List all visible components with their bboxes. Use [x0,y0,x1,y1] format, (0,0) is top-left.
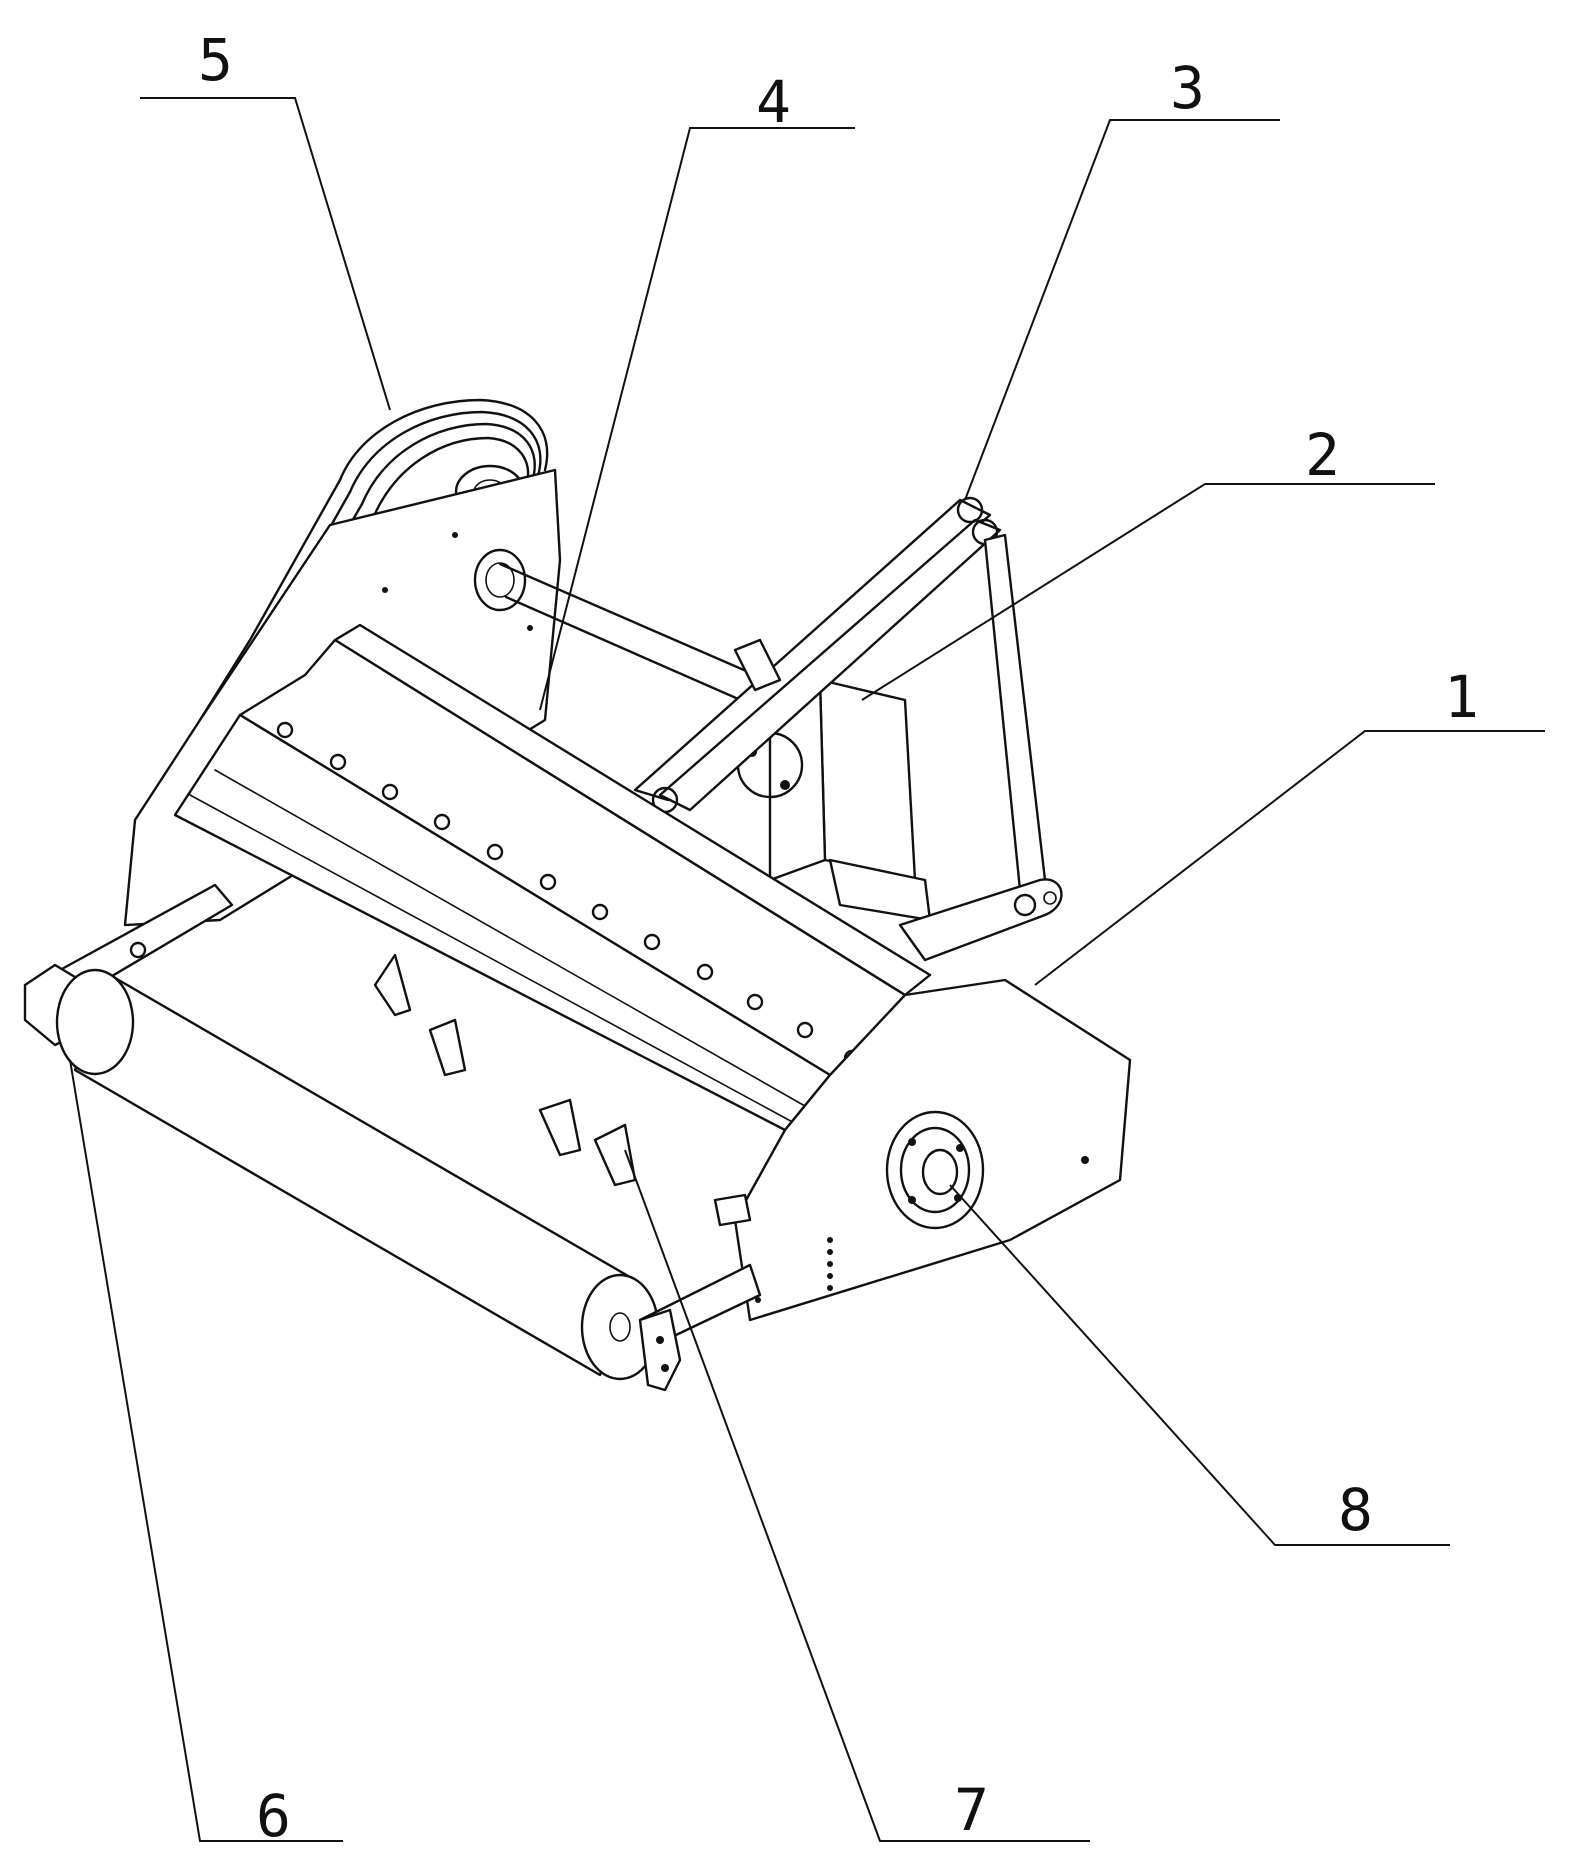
callout-labels: 5 4 3 2 1 8 7 6 [198,26,1479,1850]
rear-roller [23,883,762,1392]
bearing-seat [885,1110,985,1230]
callout-5: 5 [198,26,233,94]
rotor-blades [373,953,752,1227]
leader-lines [69,97,1545,1842]
end-plate-holes [755,1237,833,1303]
callout-3: 3 [1170,54,1205,122]
callout-4: 4 [756,68,791,136]
callout-1: 1 [1444,663,1479,731]
main-hood [173,623,1132,1322]
callout-7: 7 [954,1776,989,1844]
callout-2: 2 [1305,421,1340,489]
callout-8: 8 [1338,1476,1373,1544]
hitch-frame [633,496,1063,962]
callout-6: 6 [256,1782,291,1850]
